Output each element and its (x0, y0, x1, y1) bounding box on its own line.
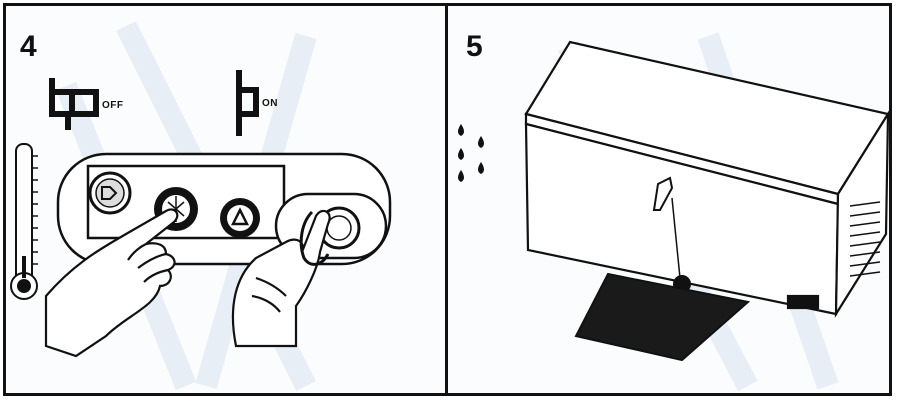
step-4-illustration (6, 6, 445, 393)
step-4-panel: 4 OFF ON (6, 6, 445, 393)
step-5-panel: 5 (448, 6, 889, 393)
thermometer-icon (11, 144, 38, 299)
chest-freezer-icon (526, 42, 888, 314)
alarm-button[interactable] (220, 198, 260, 238)
step-number-5: 5 (466, 32, 483, 62)
on-label: ON (262, 98, 278, 109)
off-label: OFF (102, 100, 124, 111)
light-button[interactable] (90, 173, 130, 213)
on-switch-icon (239, 70, 256, 136)
step-number-4: 4 (20, 32, 37, 62)
water-drops-icon (458, 124, 484, 182)
step-5-illustration (448, 6, 889, 393)
